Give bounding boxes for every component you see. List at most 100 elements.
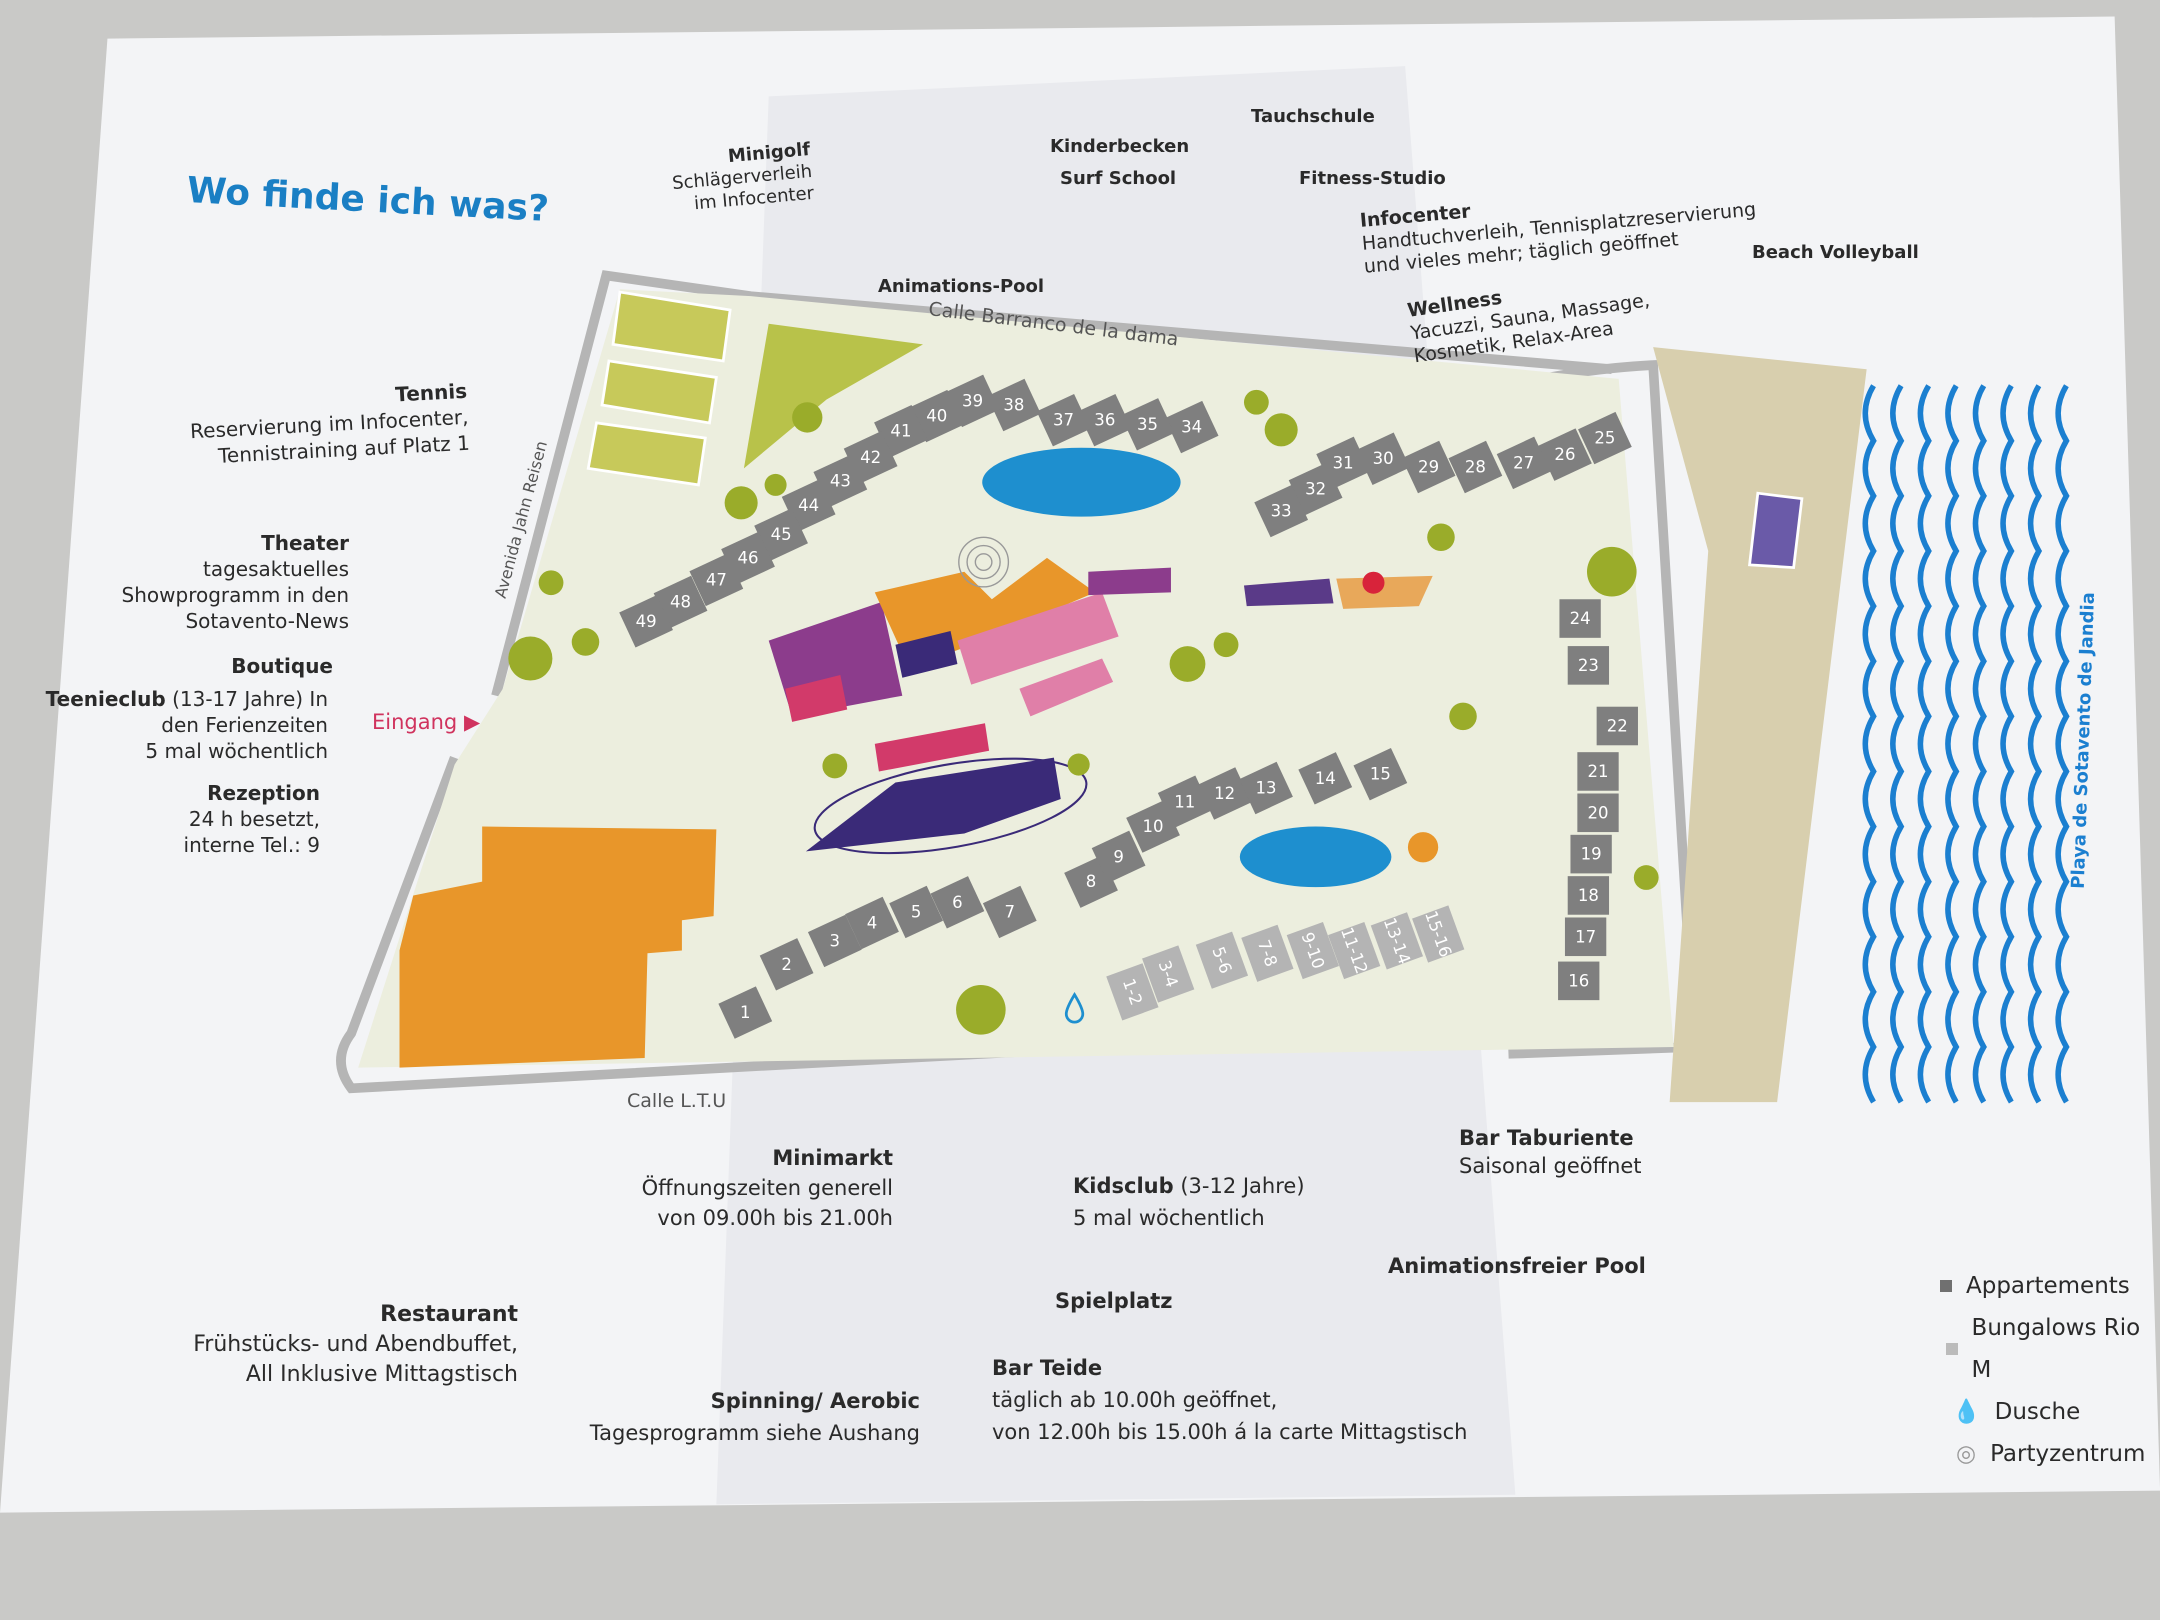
unit: 15-16 bbox=[1412, 905, 1465, 963]
unit-number: 14 bbox=[1315, 769, 1336, 788]
unit: 48 bbox=[653, 575, 708, 629]
trees bbox=[508, 389, 1659, 1035]
unit-number: 27 bbox=[1513, 453, 1534, 472]
sea-waves bbox=[1862, 384, 2070, 1104]
unit-number: 10 bbox=[1143, 817, 1164, 836]
label-boutique: Boutique bbox=[231, 654, 333, 678]
minimarkt-building bbox=[895, 630, 958, 678]
unit: 25 bbox=[1578, 411, 1632, 465]
unit-number: 46 bbox=[738, 548, 759, 567]
unit: 6 bbox=[930, 876, 985, 929]
unit: 28 bbox=[1448, 440, 1503, 494]
unit-number: 23 bbox=[1578, 656, 1599, 675]
unit-number: 17 bbox=[1575, 927, 1596, 946]
wave-line bbox=[2055, 384, 2070, 1104]
fitness-building bbox=[1243, 578, 1334, 607]
unit-number: 35 bbox=[1137, 415, 1158, 434]
wave-line bbox=[1917, 384, 1932, 1104]
unit-number: 49 bbox=[636, 612, 657, 631]
unit: 33 bbox=[1254, 484, 1309, 538]
label-surf-school: Surf School bbox=[1060, 168, 1177, 189]
wave-line bbox=[1945, 384, 1960, 1104]
spielplatz-area bbox=[1019, 658, 1114, 717]
teenieclub-building bbox=[874, 723, 990, 772]
unit: 11-12 bbox=[1328, 921, 1381, 980]
unit: 20 bbox=[1577, 793, 1619, 833]
wave-line bbox=[1862, 384, 1877, 1104]
unit: 49 bbox=[619, 595, 673, 648]
unit-number: 47 bbox=[706, 570, 727, 589]
unit-number: 18 bbox=[1578, 886, 1599, 905]
unit-number: 25 bbox=[1594, 429, 1615, 448]
unit-number: 40 bbox=[926, 407, 947, 426]
wave-line bbox=[2027, 384, 2043, 1104]
restaurant-building bbox=[399, 826, 717, 1068]
drop-icon: 💧 bbox=[1952, 1399, 1981, 1425]
label-tauchschule: Tauchschule bbox=[1251, 106, 1375, 127]
unit: 18 bbox=[1567, 876, 1610, 915]
label-spielplatz: Spielplatz bbox=[1055, 1289, 1173, 1313]
unit-number: 30 bbox=[1373, 449, 1394, 468]
rings-icon: ◎ bbox=[1956, 1441, 1977, 1467]
unit-number: 37 bbox=[1053, 411, 1074, 430]
wave-line bbox=[1890, 384, 1905, 1104]
unit: 5 bbox=[889, 885, 943, 939]
unit-number: 8 bbox=[1086, 872, 1097, 891]
unit: 4 bbox=[845, 896, 899, 950]
bar-taburiente-building bbox=[1407, 832, 1439, 863]
unit-number: 34 bbox=[1181, 418, 1202, 437]
label-kinderbecken: Kinderbecken bbox=[1050, 136, 1190, 157]
wellness-building bbox=[1336, 575, 1433, 609]
unit-number: 38 bbox=[1003, 396, 1024, 415]
unit: 9 bbox=[1091, 830, 1146, 884]
unit-number: 11 bbox=[1174, 792, 1195, 811]
unit-number: 43 bbox=[830, 471, 851, 490]
unit: 47 bbox=[689, 553, 744, 607]
dusche-icon bbox=[1064, 991, 1085, 1024]
unit-number: 16 bbox=[1568, 971, 1589, 990]
unit-number: 41 bbox=[890, 422, 911, 441]
unit: 37 bbox=[1036, 393, 1091, 447]
unit-number: 32 bbox=[1305, 480, 1326, 499]
info-icon bbox=[1362, 571, 1385, 594]
wave-line bbox=[2000, 384, 2015, 1104]
entrance-label: Eingang ▶ bbox=[372, 710, 481, 734]
unit-number: 2 bbox=[781, 955, 792, 974]
unit-number: 22 bbox=[1607, 717, 1628, 736]
animations-pool bbox=[982, 447, 1181, 517]
unit: 38 bbox=[987, 378, 1041, 432]
minigolf-area bbox=[743, 323, 923, 469]
unit-number: 21 bbox=[1588, 762, 1609, 781]
unit: 16 bbox=[1558, 961, 1600, 1001]
unit-number: 33 bbox=[1271, 502, 1292, 521]
rezeption-building bbox=[805, 757, 1061, 852]
bungalow-square-icon bbox=[1946, 1343, 1958, 1355]
unit-number: 1 bbox=[740, 1003, 751, 1022]
legend-item: Appartements bbox=[1940, 1265, 2160, 1307]
unit: 21 bbox=[1577, 752, 1619, 791]
unit: 1 bbox=[718, 986, 773, 1039]
unit-number: 12 bbox=[1214, 784, 1235, 803]
unit: 22 bbox=[1596, 706, 1638, 746]
label-animationsfreier-pool: Animationsfreier Pool bbox=[1388, 1254, 1646, 1278]
unit-number: 48 bbox=[670, 593, 691, 612]
unit: 36 bbox=[1077, 393, 1132, 447]
unit: 3-4 bbox=[1142, 945, 1195, 1003]
unit: 15 bbox=[1353, 747, 1408, 801]
animationsfreier-pool bbox=[1239, 826, 1392, 888]
unit: 12 bbox=[1197, 767, 1252, 820]
unit-number: 7 bbox=[1005, 902, 1016, 921]
apartment-square-icon bbox=[1940, 1280, 1952, 1292]
rezeption-outline bbox=[813, 757, 1088, 855]
unit: 2 bbox=[759, 938, 814, 991]
unit: 13-14 bbox=[1370, 912, 1424, 970]
unit-number: 45 bbox=[771, 525, 792, 544]
unit: 32 bbox=[1288, 462, 1343, 516]
unit-number: 3 bbox=[830, 931, 841, 950]
unit-number: 36 bbox=[1094, 411, 1115, 430]
